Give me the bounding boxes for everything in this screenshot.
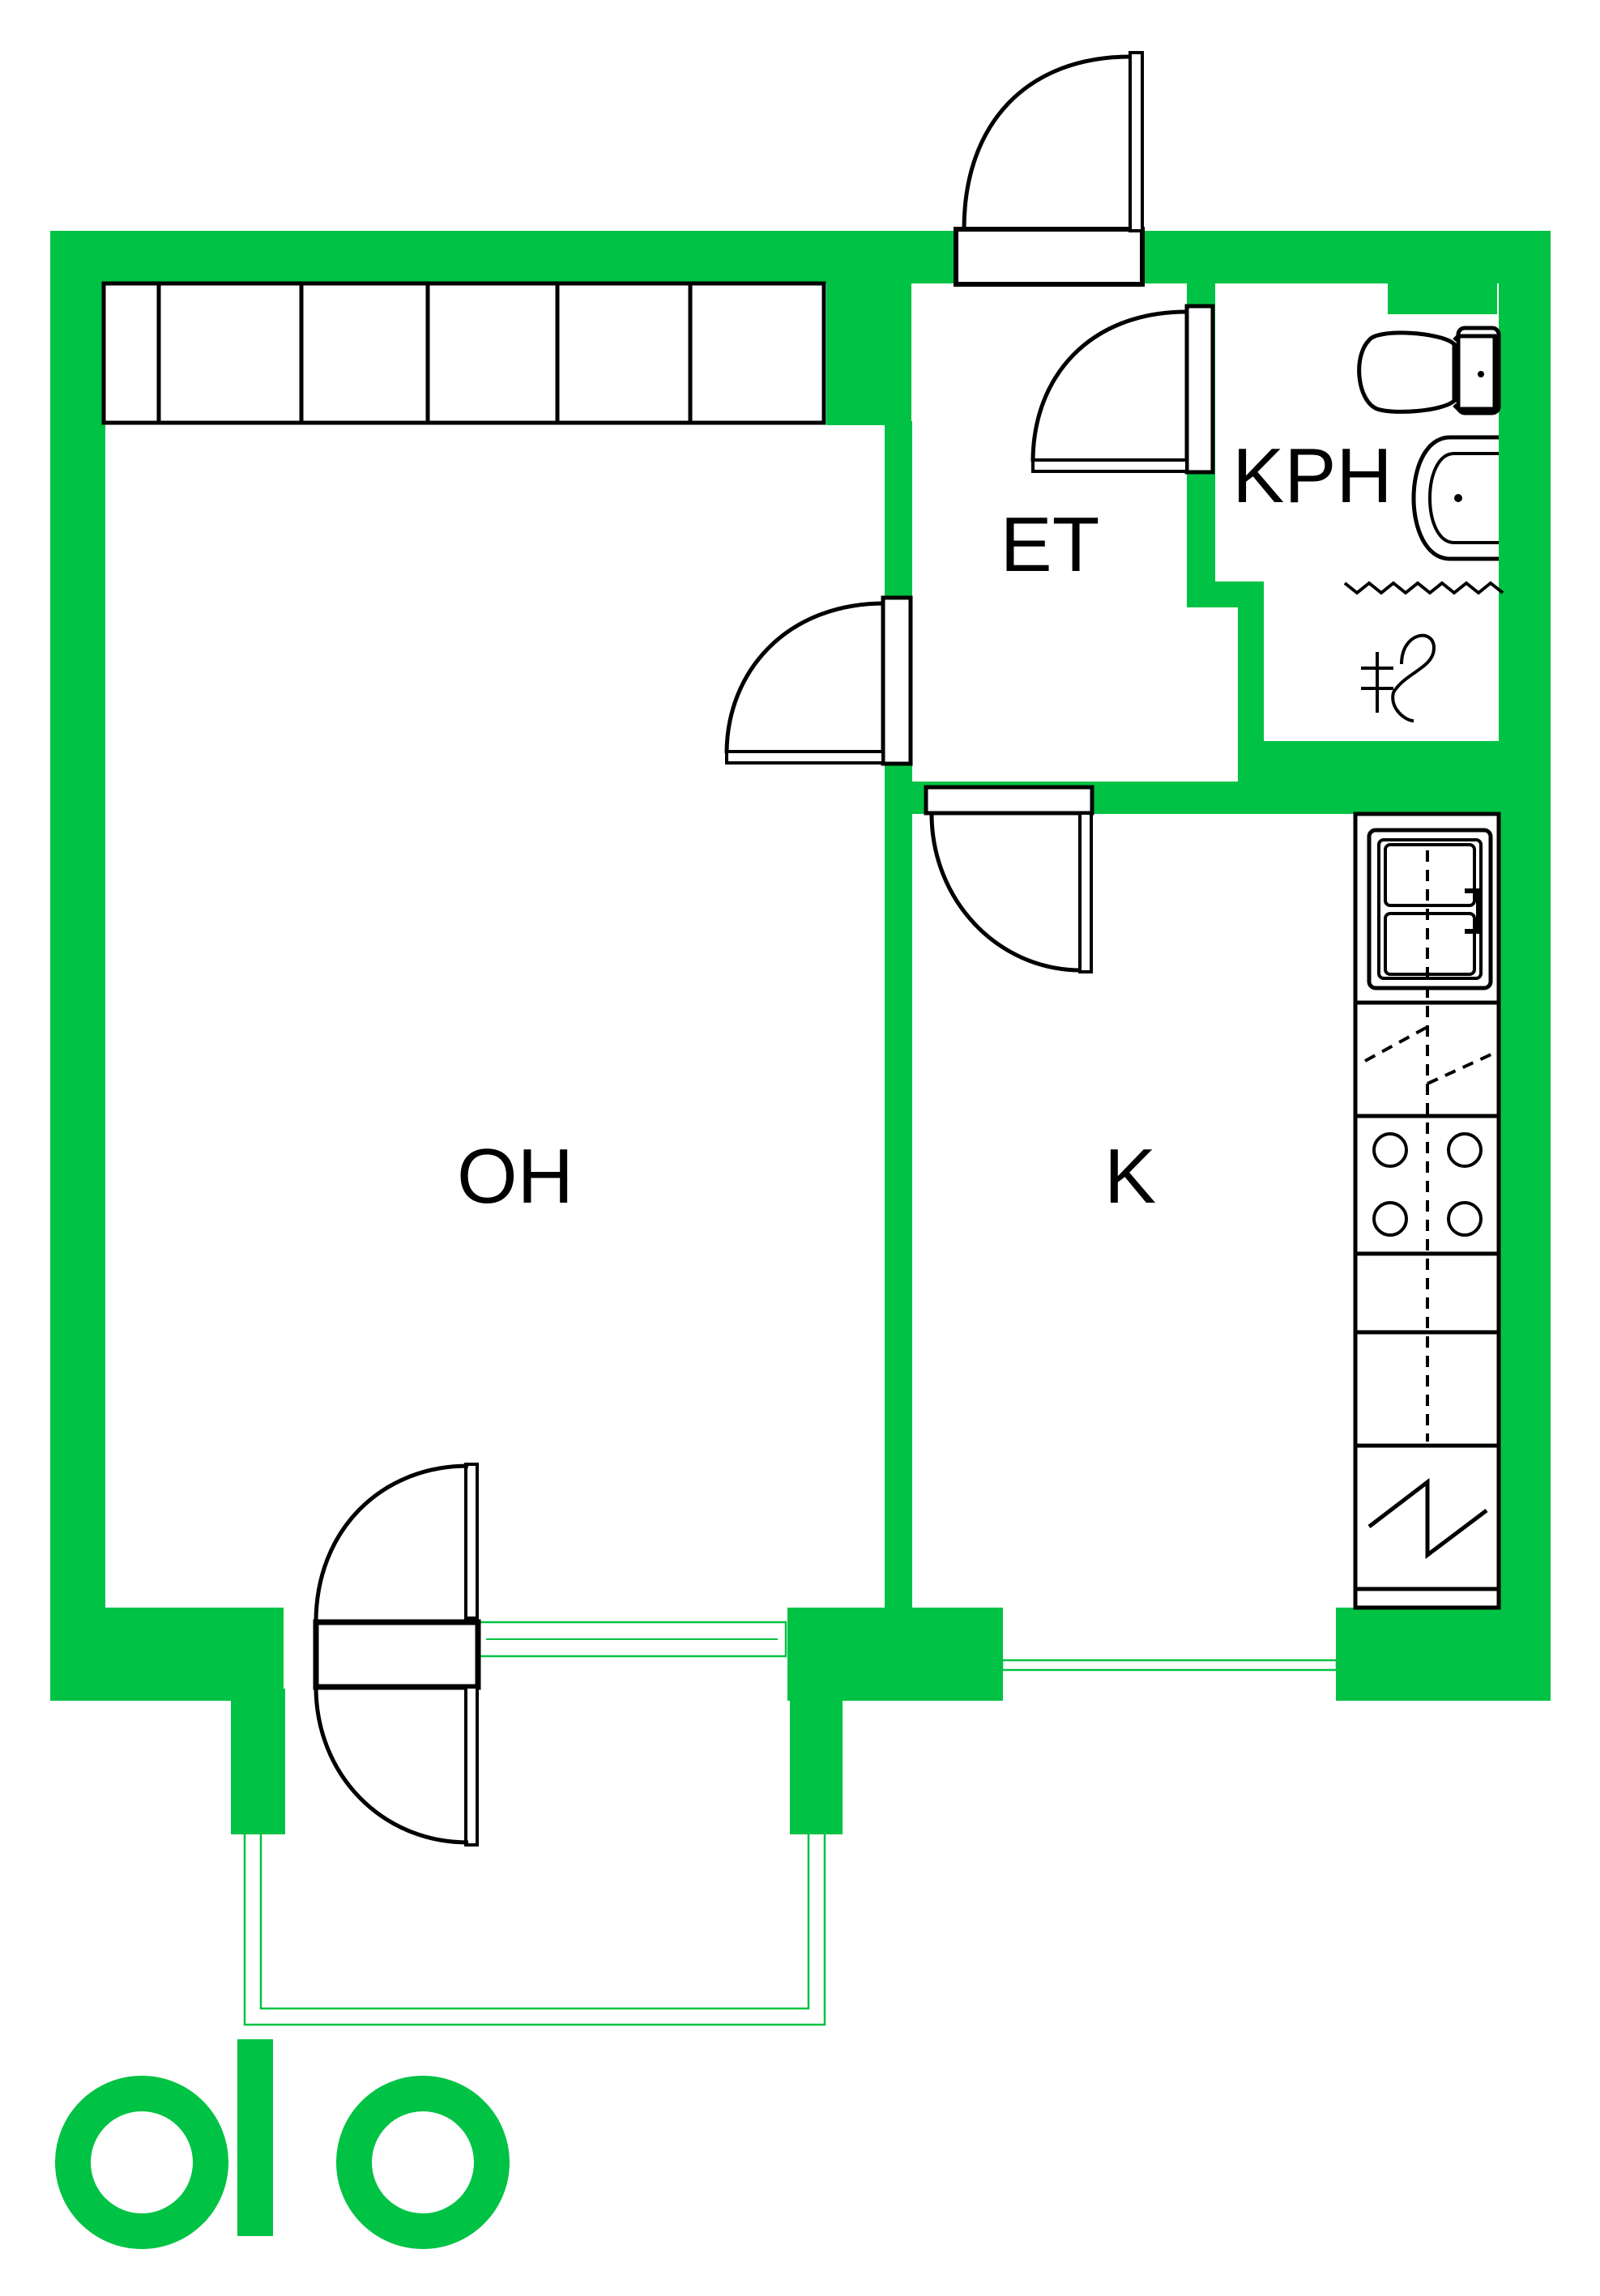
door-et-k bbox=[924, 785, 1094, 973]
wall-top-right-block bbox=[826, 275, 911, 425]
radiator-icon bbox=[1343, 581, 1504, 595]
wall-kph-notch bbox=[1388, 275, 1497, 314]
wall-outer-left bbox=[50, 231, 105, 1701]
balcony-door bbox=[284, 1463, 787, 1847]
wall-outer-right bbox=[1499, 231, 1551, 1701]
balcony-railing bbox=[243, 1834, 826, 2026]
balcony-pillar-right bbox=[790, 1697, 843, 1834]
balcony-pillar-left bbox=[231, 1697, 285, 1834]
wall-bottom-mid bbox=[787, 1608, 1002, 1701]
walls bbox=[50, 231, 1551, 1834]
floor-drain-icon bbox=[1361, 633, 1436, 722]
wall-bottom-right bbox=[1337, 1608, 1551, 1701]
wardrobe bbox=[101, 281, 826, 425]
room-label-et: ET bbox=[1001, 501, 1100, 588]
kitchen-window bbox=[1001, 1608, 1338, 1701]
toilet-icon bbox=[1357, 326, 1501, 415]
olo-logo bbox=[55, 2039, 510, 2249]
room-label-k: K bbox=[1104, 1133, 1156, 1220]
fridge-icon bbox=[1367, 1477, 1488, 1560]
kitchen-counter bbox=[1353, 811, 1501, 1610]
wall-kph-bottom bbox=[1238, 741, 1551, 814]
wall-outer-top bbox=[50, 231, 1551, 283]
wall-kitchen-corner bbox=[1322, 782, 1346, 814]
door-oh-et bbox=[724, 595, 913, 766]
door-et-kph bbox=[1030, 304, 1215, 475]
double-sink-icon bbox=[1367, 828, 1493, 990]
entrance-door bbox=[954, 51, 1145, 287]
room-label-kph: KPH bbox=[1232, 432, 1392, 519]
room-label-oh: OH bbox=[457, 1133, 574, 1220]
wall-bottom-left bbox=[50, 1608, 285, 1701]
stove-icon bbox=[1372, 1132, 1483, 1237]
sink-icon bbox=[1411, 435, 1499, 561]
